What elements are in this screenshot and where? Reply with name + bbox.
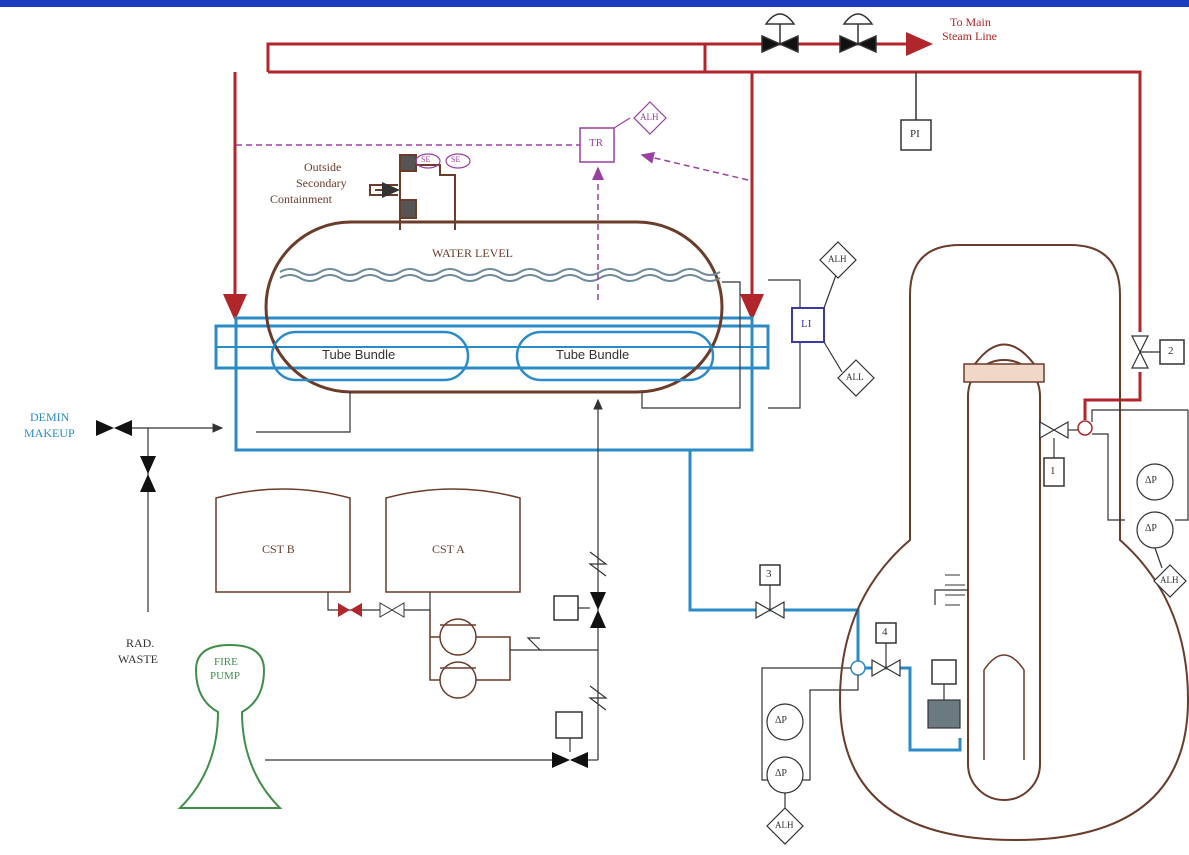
label-alarm-left: ALH <box>775 820 794 830</box>
feedwater-line <box>688 450 962 752</box>
valve-1 <box>1039 420 1069 440</box>
tube-bundle-left <box>270 330 470 382</box>
label-cst-b: CST B <box>262 542 295 556</box>
steam-valve-a <box>761 13 799 54</box>
label-alarm-li-high: ALH <box>828 254 847 264</box>
steam-separator <box>963 363 1045 383</box>
valve-tag-4: 4 <box>882 626 888 638</box>
steam-line-valve2-down <box>1083 372 1142 420</box>
label-tube-bundle-right: Tube Bundle <box>556 347 630 362</box>
label-dp-3: ΔP <box>775 715 787 726</box>
label-li: LI <box>801 318 812 330</box>
label-rad: RAD. <box>126 636 155 650</box>
pressure-indicator-pi <box>900 119 932 151</box>
label-outside: Outside <box>304 160 342 174</box>
steam-dryer <box>974 343 1035 365</box>
cst-a-valve <box>379 602 405 618</box>
vent-stack <box>369 154 456 230</box>
steam-lines <box>223 32 1142 420</box>
label-containment: Containment <box>270 192 332 206</box>
sensing-element-2 <box>445 153 471 169</box>
condensate-return <box>588 398 608 760</box>
label-dp-2: ΔP <box>1145 523 1157 534</box>
label-makeup: MAKEUP <box>24 426 75 440</box>
dp-instruments-left <box>761 667 859 845</box>
label-dp-4: ΔP <box>775 768 787 779</box>
radwaste-valve <box>140 456 156 492</box>
instrument-signal-lines <box>236 144 749 300</box>
temperature-recorder-tr <box>579 127 615 163</box>
label-tube-bundle-left: Tube Bundle <box>322 347 396 362</box>
label-se-2: SE <box>451 155 461 164</box>
water-level-wave <box>279 268 721 276</box>
label-waste: WASTE <box>118 652 158 666</box>
label-cst-a: CST A <box>432 542 465 556</box>
alarm-level-low <box>837 359 875 397</box>
label-pump: PUMP <box>210 670 240 682</box>
cst-b-tank <box>215 488 351 593</box>
label-dp-1: ΔP <box>1145 475 1157 486</box>
sensing-element-1 <box>415 153 441 169</box>
condenser-hotwell <box>234 316 754 452</box>
valve-tag-2: 2 <box>1168 345 1174 357</box>
label-alarm-li-low: ALL <box>846 372 864 382</box>
label-steam-line: Steam Line <box>942 29 997 43</box>
mov-valve-lower <box>552 752 588 768</box>
steam-generator-shell <box>838 244 1189 842</box>
steam-line-to-generator <box>268 70 1142 332</box>
main-steam-header <box>266 32 933 72</box>
valve-tag-1: 1 <box>1050 465 1056 477</box>
demin-makeup-line <box>132 423 224 612</box>
label-se-1: SE <box>421 155 431 164</box>
tube-bundle-right <box>515 330 715 382</box>
demin-valve <box>96 420 132 436</box>
dp-instruments-right <box>1091 409 1189 598</box>
fire-pump <box>177 643 283 809</box>
label-alarm-right: ALH <box>1160 575 1179 585</box>
flow-element-4 <box>850 660 866 676</box>
mov-valve-upper <box>590 592 606 628</box>
alarm-level-high <box>819 241 857 279</box>
label-tr: TR <box>589 137 604 149</box>
condenser-shell <box>264 220 724 394</box>
label-pi: PI <box>910 128 920 140</box>
header-bar <box>0 0 1189 7</box>
steam-valve-b <box>839 13 877 54</box>
flow-element-steam <box>1077 420 1093 436</box>
condensate-pumps <box>429 610 511 699</box>
label-fire: FIRE <box>214 656 238 668</box>
level-indicator-li <box>791 307 825 343</box>
alarm-tr-diamond <box>633 101 667 135</box>
label-alarm-tr: ALH <box>640 112 659 122</box>
label-demin: DEMIN <box>30 410 70 424</box>
tube-bundle-wrapper <box>967 359 1041 801</box>
label-to-main: To Main <box>950 15 991 29</box>
valve-tag-3: 3 <box>766 568 772 580</box>
cst-b-valve <box>338 603 362 617</box>
cst-a-tank <box>385 488 521 593</box>
label-water-level: WATER LEVEL <box>432 246 513 260</box>
label-secondary: Secondary <box>296 176 347 190</box>
